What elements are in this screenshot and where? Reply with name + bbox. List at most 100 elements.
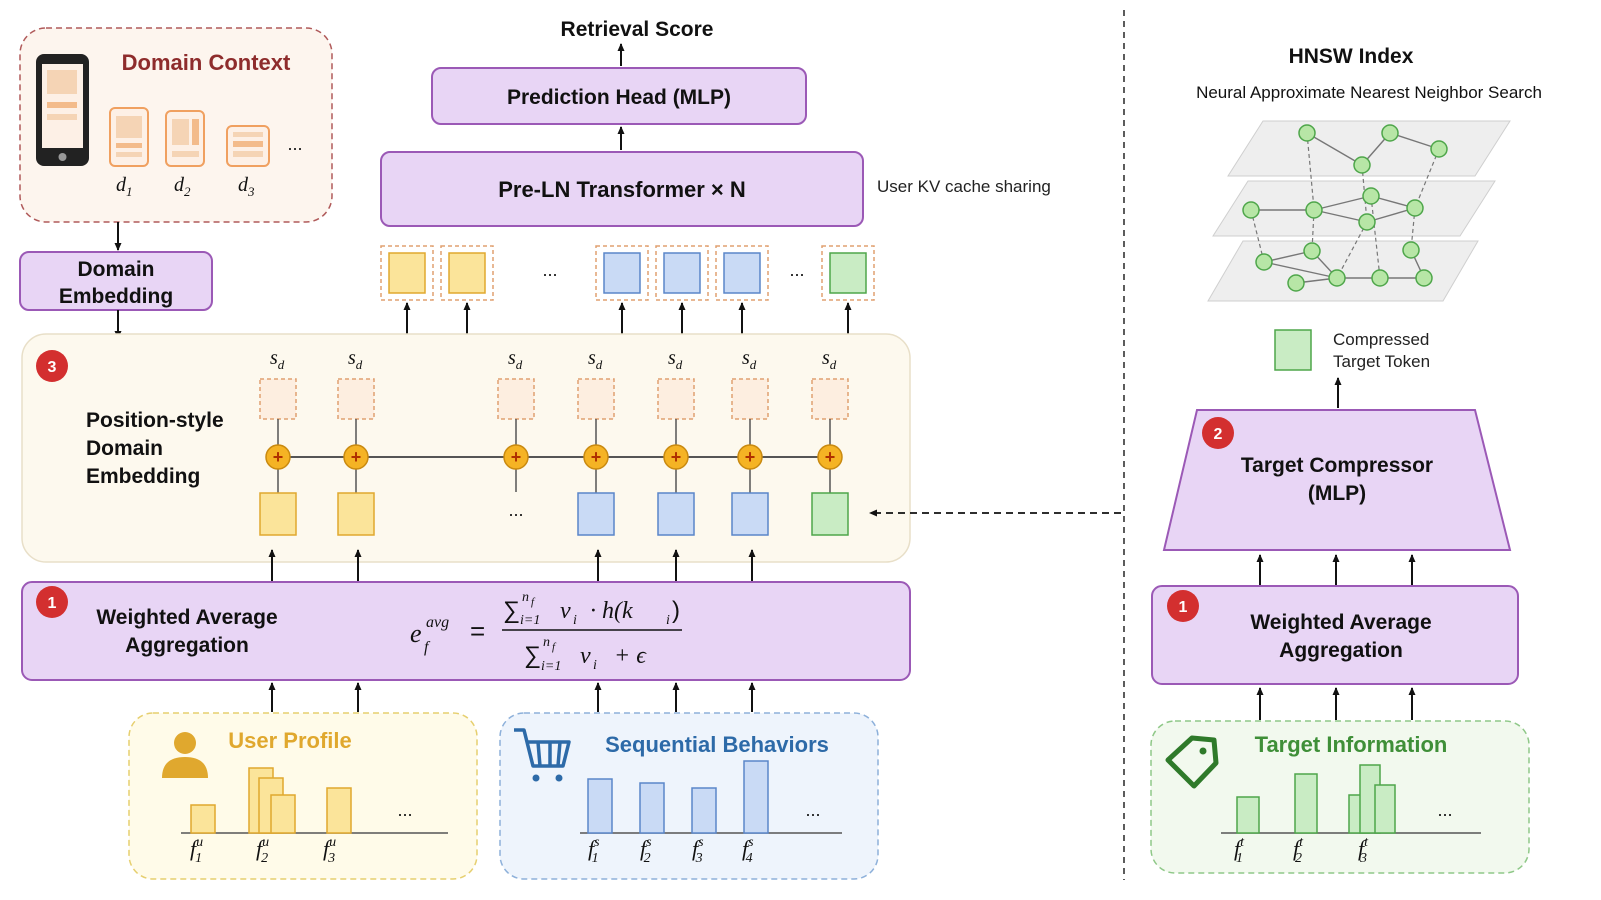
top-token-row: ... ... [380,245,875,301]
domain-embedding-token [811,378,849,420]
top-token-blue [663,252,701,294]
sequential-behaviors-title: Sequential Behaviors [605,732,829,757]
top-token-frame [380,245,434,301]
bar [1374,784,1396,834]
hnsw-layer [1207,240,1479,302]
domain-embedding-label-2: Embedding [59,285,173,308]
weighted-aggregation-box [21,581,911,681]
aggregation-label-1: Weighted Average [96,606,277,629]
domain-card-icon [165,110,205,167]
sd-label: sd [822,347,837,372]
top-token-green [829,252,867,294]
svg-text:+ ϵ: + ϵ [614,643,647,669]
retrieval-score-label: Retrieval Score [561,18,714,41]
domain-embedding-token [731,378,769,420]
plus-sign: + [511,447,522,467]
svg-text:v: v [580,643,591,669]
add-circle-icon [817,444,843,470]
compressor-label-1: Target Compressor [1241,454,1433,477]
position-title-2: Domain [86,437,163,460]
domain-ellipsis: ... [287,134,302,154]
svg-text:n: n [543,635,550,650]
hnsw-node [1362,187,1380,205]
transformer-box [380,151,864,227]
svg-text:i=1: i=1 [541,659,561,674]
aggregation-to-panel-arrows [268,549,756,582]
hnsw-node [1406,199,1424,217]
add-circle-icon [737,444,763,470]
plus-sign: + [671,447,682,467]
add-circle-icon [265,444,291,470]
input-token-yellow [337,492,375,536]
sd-label: sd [588,347,603,372]
svg-text:i: i [593,658,597,673]
plus-sign: + [273,447,284,467]
svg-text:=: = [470,616,485,646]
target-information-title: Target Information [1255,732,1448,757]
badge-2-label: 2 [1214,426,1223,443]
input-token-yellow [259,492,297,536]
domain-embedding-token [657,378,695,420]
bar [639,782,665,834]
compressed-target-token [1274,329,1312,371]
hnsw-graph [1207,120,1511,302]
plus-sign: + [745,447,756,467]
bar [691,787,717,834]
hnsw-subtitle: Neural Approximate Nearest Neighbor Sear… [1196,83,1542,102]
top-token-yellow [448,252,486,294]
svg-text:f: f [552,641,557,653]
cart-icon [514,728,571,782]
domain-embedding-token [337,378,375,420]
input-token-green [811,492,849,536]
bar [743,760,769,834]
sequential-bars [587,760,769,834]
hnsw-node [1303,242,1321,260]
top-token-frame [440,245,494,301]
top-token-frame [821,245,875,301]
sd-label: sd [508,347,523,372]
kv-cache-label: User KV cache sharing [877,177,1051,196]
hnsw-node [1371,269,1389,287]
target-information-panel [1150,720,1530,874]
right-aggregation-box [1151,585,1519,685]
hnsw-layer [1212,180,1496,237]
sd-label: sd [348,347,363,372]
hnsw-node [1353,156,1371,174]
target-to-right-agg-arrows [1256,687,1416,720]
svg-text:i: i [666,613,670,628]
top-token-frame [715,245,769,301]
badge-1-label: 1 [48,595,57,612]
sequential-behaviors-panel [499,712,879,880]
top-ellipsis: ... [789,260,804,280]
sd-label: sd [270,347,285,372]
inputs-to-aggregation-arrows [268,682,756,712]
badge-3 [36,350,68,382]
svg-text:∑: ∑ [524,642,541,669]
top-token-blue [723,252,761,294]
svg-text:): ) [672,597,680,624]
svg-text:avg: avg [426,614,449,631]
hnsw-node [1381,124,1399,142]
sd-label: sd [668,347,683,372]
bar [190,804,216,834]
aggregation-label-2: Aggregation [125,634,249,657]
transformer-label: Pre-LN Transformer × N [498,177,746,202]
compressor-label-2: (MLP) [1308,482,1366,505]
top-token-frame [655,245,709,301]
hnsw-node [1242,201,1260,219]
bar [1236,796,1260,834]
badge-2 [1202,417,1234,449]
svg-text:∑: ∑ [503,597,520,624]
target-ellipsis: ... [1437,800,1452,820]
compressed-label-2: Target Token [1333,352,1430,371]
svg-text:f: f [531,596,536,608]
